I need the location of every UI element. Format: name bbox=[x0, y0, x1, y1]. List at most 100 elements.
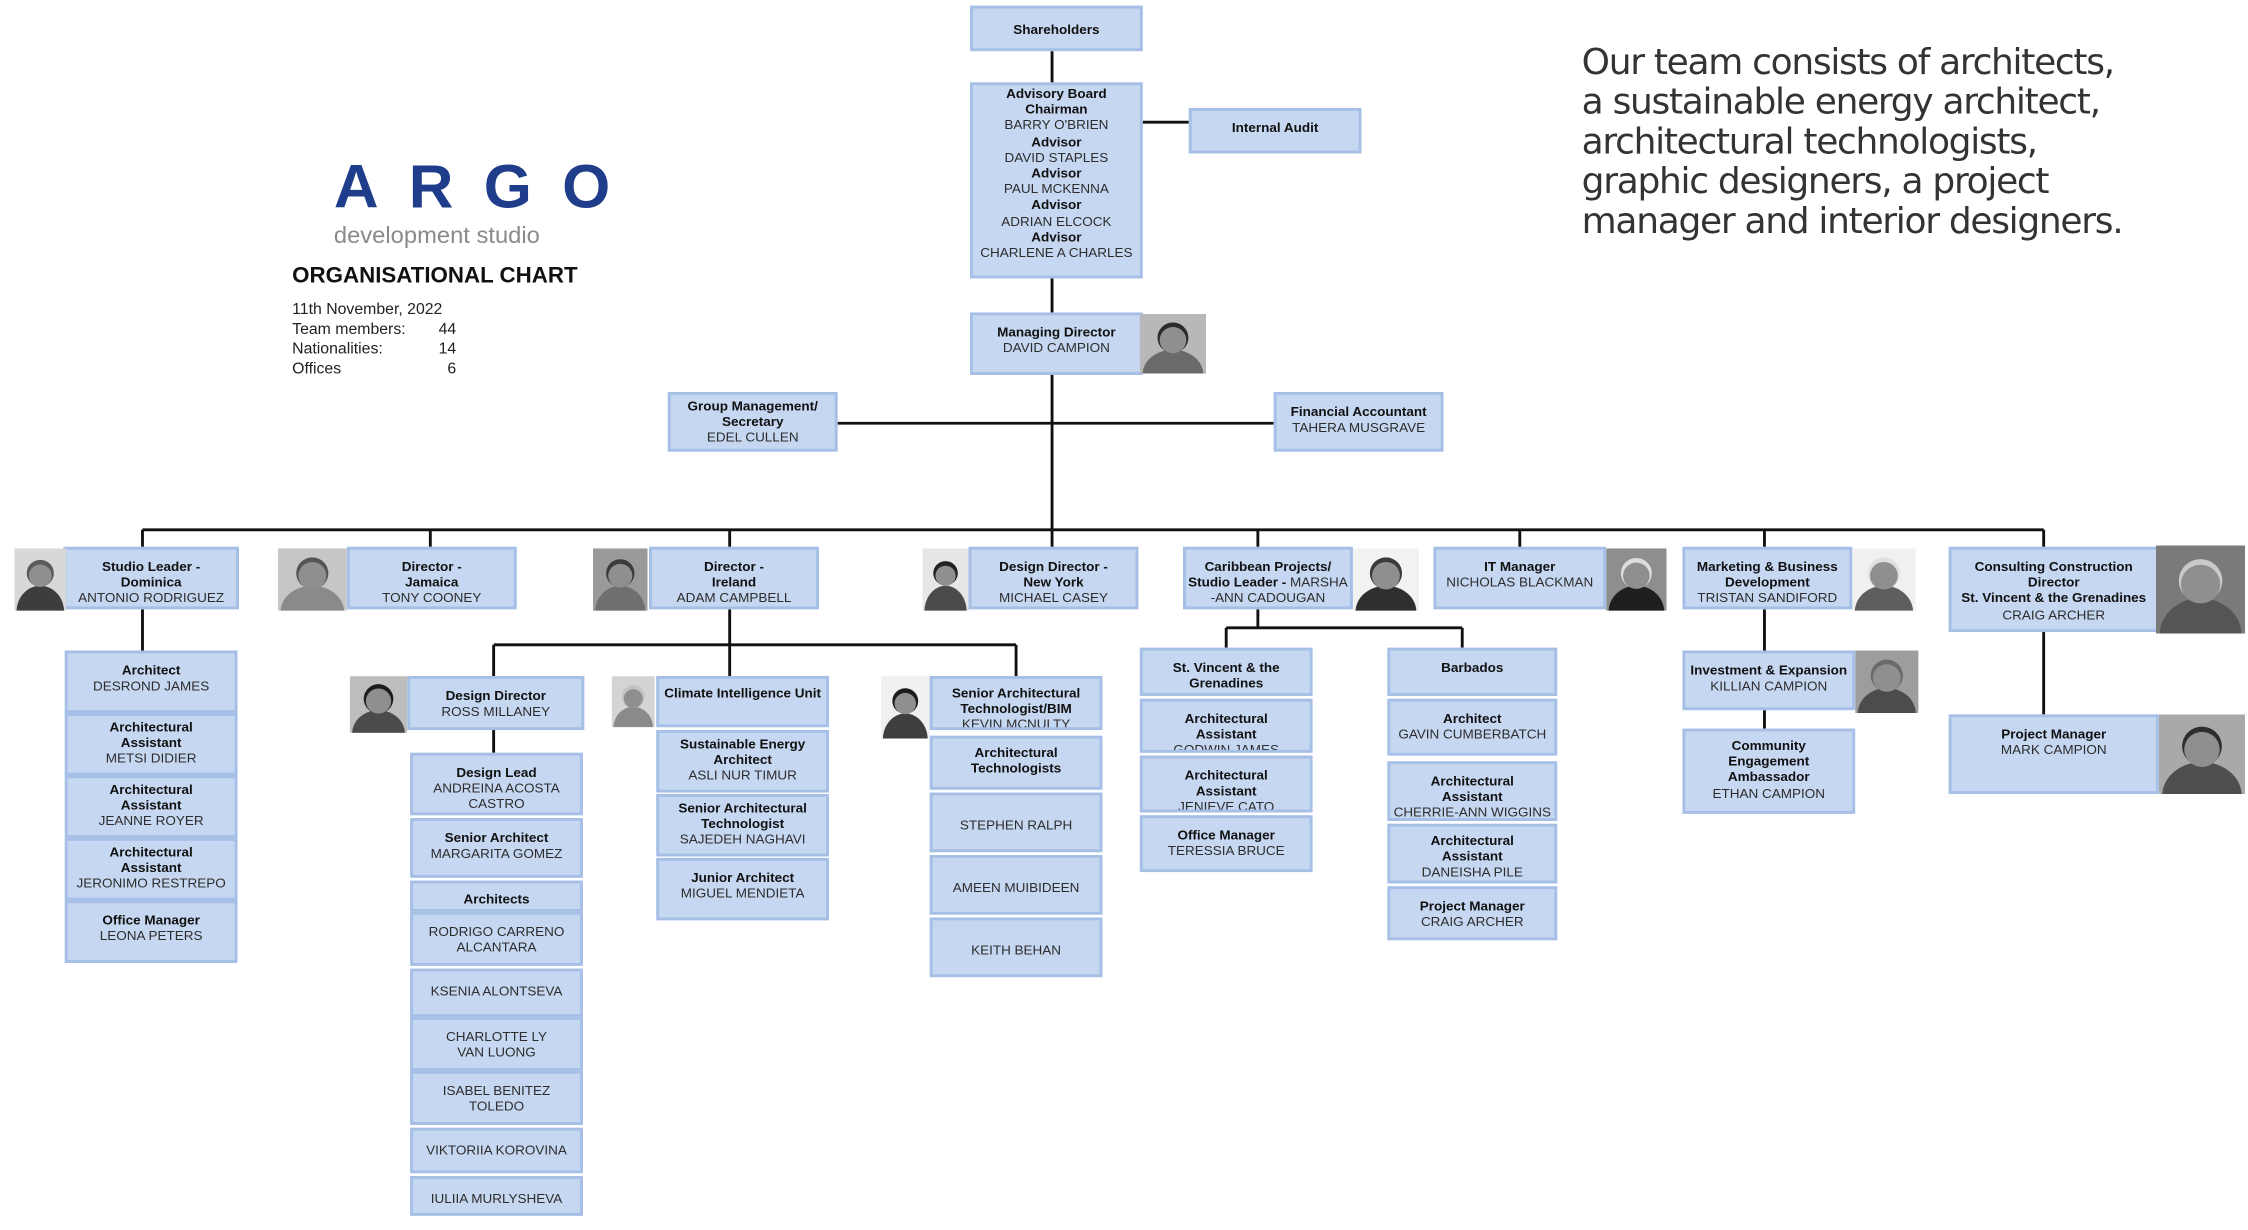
person-name: SAJEDEH NAGHAVI bbox=[679, 831, 806, 848]
org-box-ire9: IULIIA MURLYSHEVA bbox=[410, 1176, 583, 1216]
box-line: Assistant bbox=[1143, 726, 1310, 742]
role-title: Director - bbox=[401, 558, 462, 574]
role-title: Advisor bbox=[1031, 196, 1082, 213]
person-name: METSI DIDIER bbox=[105, 750, 197, 767]
role-title: Chairman bbox=[1025, 101, 1088, 117]
box-line: Architect bbox=[1390, 710, 1554, 726]
box-line: EDEL CULLEN bbox=[671, 430, 835, 446]
box-line: Design Director bbox=[410, 687, 581, 703]
box-line: St. Vincent & the bbox=[1143, 659, 1310, 675]
box-line: DESROND JAMES bbox=[68, 678, 235, 694]
person-name: LEONA PETERS bbox=[99, 927, 203, 944]
role-title: Project Manager bbox=[1419, 897, 1525, 914]
person-name: KEVIN MCNULTY bbox=[961, 716, 1071, 731]
intro-text: Our team consists of architects, a susta… bbox=[1582, 42, 2124, 242]
person-name: JEANNE ROYER bbox=[98, 812, 204, 829]
box-line: ALCANTARA bbox=[413, 939, 580, 955]
box-line: Architectural bbox=[68, 719, 235, 735]
box-line: CHARLOTTE LY bbox=[413, 1028, 580, 1044]
person-name: ALCANTARA bbox=[456, 939, 537, 955]
box-line: Assistant bbox=[68, 860, 235, 876]
person-name: DAVID STAPLES bbox=[1004, 148, 1109, 165]
role-title: Technologists bbox=[970, 760, 1062, 776]
role-title: Financial Accountant bbox=[1290, 403, 1427, 419]
person-name: NICHOLAS BLACKMAN bbox=[1446, 574, 1594, 590]
person-name: MARGARITA GOMEZ bbox=[430, 845, 563, 861]
stat-label: Offices bbox=[292, 360, 342, 378]
argo-logo: ARGO bbox=[333, 153, 641, 222]
role-title: Jamaica bbox=[405, 574, 459, 590]
role-title: Junior Architect bbox=[691, 869, 795, 885]
role-title: Advisory Board bbox=[1006, 85, 1107, 101]
stat-team-members: Team members: 44 bbox=[292, 321, 456, 338]
person-name: KILLIAN CAMPION bbox=[1710, 677, 1828, 694]
box-line: New York bbox=[971, 574, 1135, 590]
box-line: Project Manager bbox=[1390, 898, 1554, 914]
role-title: Office Manager bbox=[102, 911, 200, 928]
role-title: Assistant bbox=[1195, 726, 1257, 742]
role-title: Architectural bbox=[1184, 766, 1268, 783]
role-title: Architects bbox=[463, 890, 530, 907]
box-line: DANEISHA PILE bbox=[1390, 864, 1554, 880]
box-line: KILLIAN CAMPION bbox=[1685, 678, 1852, 694]
box-line: ANDREINA ACOSTA bbox=[413, 780, 580, 796]
box-line: Technologist bbox=[659, 816, 826, 832]
box-line: Architectural bbox=[68, 781, 235, 797]
role-title: Assistant bbox=[1441, 848, 1503, 864]
box-line: Assistant bbox=[1390, 848, 1554, 864]
role-title: Dominica bbox=[120, 574, 182, 590]
person-name: EDEL CULLEN bbox=[706, 429, 799, 446]
box-line: Advisor bbox=[973, 228, 1140, 244]
role-title: Design Director - bbox=[999, 558, 1108, 574]
person-name: GAVIN CUMBERBATCH bbox=[1398, 726, 1547, 742]
box-line: DAVID CAMPION bbox=[973, 340, 1140, 356]
role-title: Grenadines bbox=[1189, 674, 1264, 691]
org-box-ire5: KSENIA ALONTSEVA bbox=[410, 968, 583, 1017]
box-line: Advisor bbox=[973, 133, 1140, 149]
role-title: Managing Director bbox=[997, 323, 1116, 340]
role-title: Architect bbox=[1443, 710, 1502, 726]
staff-photo bbox=[14, 548, 67, 611]
box-line: CHARLENE A CHARLES bbox=[973, 244, 1140, 260]
box-line: Studio Leader - bbox=[66, 558, 236, 574]
box-line: Design Lead bbox=[413, 764, 580, 780]
person-name: GODWIN JAMES bbox=[1173, 741, 1280, 753]
staff-photo bbox=[2158, 714, 2246, 794]
role-title: Assistant bbox=[1441, 788, 1503, 805]
box-line: ETHAN CAMPION bbox=[1685, 785, 1852, 801]
box-line: MICHAEL CASEY bbox=[971, 590, 1135, 606]
person-name: DANEISHA PILE bbox=[1421, 864, 1523, 880]
staff-photo bbox=[1139, 313, 1207, 374]
box-line: Director bbox=[1952, 574, 2156, 590]
role-title: Architectural bbox=[1184, 710, 1268, 726]
box-line: MARK CAMPION bbox=[1952, 742, 2156, 758]
staff-photo bbox=[1855, 650, 1919, 713]
box-line: Office Manager bbox=[1143, 827, 1310, 843]
chart-date: 11th November, 2022 bbox=[292, 301, 443, 319]
org-box-ire8: VIKTORIIA KOROVINA bbox=[410, 1127, 583, 1174]
box-line: Architect bbox=[68, 662, 235, 678]
person-name: JENIEVE CATO bbox=[1178, 798, 1275, 813]
person-name: DAVID CAMPION bbox=[1002, 339, 1110, 356]
page-title: ORGANISATIONAL CHART bbox=[292, 264, 578, 289]
role-title: Architectural bbox=[109, 843, 193, 860]
box-line: Caribbean Projects/ bbox=[1186, 558, 1350, 574]
box-line: Senior Architectural bbox=[933, 685, 1100, 701]
box-line: KEITH BEHAN bbox=[933, 942, 1100, 958]
box-line: Community bbox=[1685, 737, 1852, 753]
role-title: Assistant bbox=[120, 734, 182, 751]
box-line: Engagement bbox=[1685, 753, 1852, 769]
person-name: TOLEDO bbox=[468, 1098, 525, 1114]
